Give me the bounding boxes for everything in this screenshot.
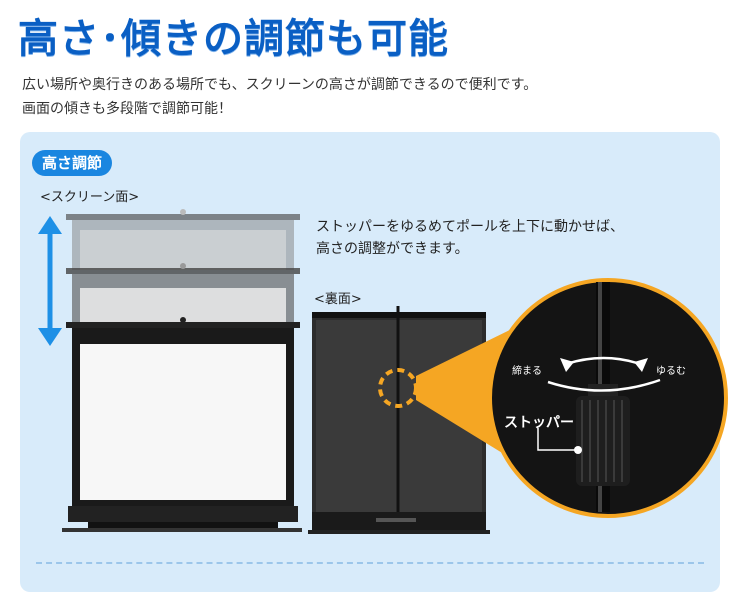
screen-front-image (62, 209, 302, 532)
divider (36, 562, 704, 564)
description: ストッパーをゆるめてポールを上下に動かせば、 高さの調整ができます。 (316, 216, 696, 260)
description-line1: ストッパーをゆるめてポールを上下に動かせば、 (316, 219, 624, 235)
description-line2: 高さの調整ができます。 (316, 241, 469, 257)
height-arrow-icon (38, 216, 62, 346)
intro-text-line2: 画面の傾きも多段階で調節可能！ (22, 101, 232, 117)
back-label: <裏面> (314, 292, 362, 307)
section-badge: 高さ調節 (32, 150, 113, 176)
loosen-label: ゆるむ (656, 366, 686, 377)
tighten-label: 締まる (512, 366, 542, 377)
intro-text-line1: 広い場所や奥行きのある場所でも、スクリーンの高さが調節できるので便利です。 (22, 77, 538, 93)
screen-face-label: <スクリーン面> (40, 190, 140, 205)
stopper-zoom-image (488, 278, 728, 518)
page-title: 高さ･傾きの調節も可能 (18, 16, 449, 62)
stopper-label: ストッパー (504, 415, 574, 431)
screen-back-image (308, 306, 490, 534)
illustration (38, 209, 728, 534)
